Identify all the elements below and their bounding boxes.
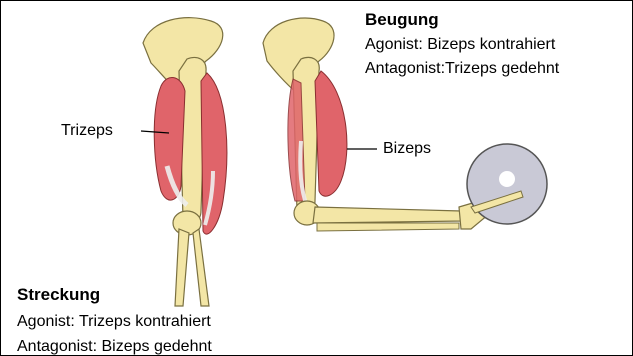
flexion-agonist: Agonist: Bizeps kontrahiert xyxy=(365,37,555,53)
flexion-title: Beugung xyxy=(365,11,439,28)
extension-agonist: Agonist: Trizeps kontrahiert xyxy=(17,314,211,330)
extension-antagonist: Antagonist: Bizeps gedehnt xyxy=(17,339,212,355)
right-biceps-muscle xyxy=(315,71,347,196)
left-biceps-muscle xyxy=(201,73,227,234)
biceps-label: Bizeps xyxy=(383,141,431,157)
left-ulna xyxy=(175,229,189,306)
extended-arm xyxy=(143,18,227,306)
weight-disc xyxy=(467,144,547,224)
extension-title: Streckung xyxy=(17,286,100,303)
flexion-antagonist: Antagonist:Trizeps gedehnt xyxy=(365,61,559,77)
triceps-label: Trizeps xyxy=(61,123,113,139)
left-radius xyxy=(193,229,209,306)
right-forearm xyxy=(313,207,463,223)
right-forearm-bone-2 xyxy=(317,223,459,231)
